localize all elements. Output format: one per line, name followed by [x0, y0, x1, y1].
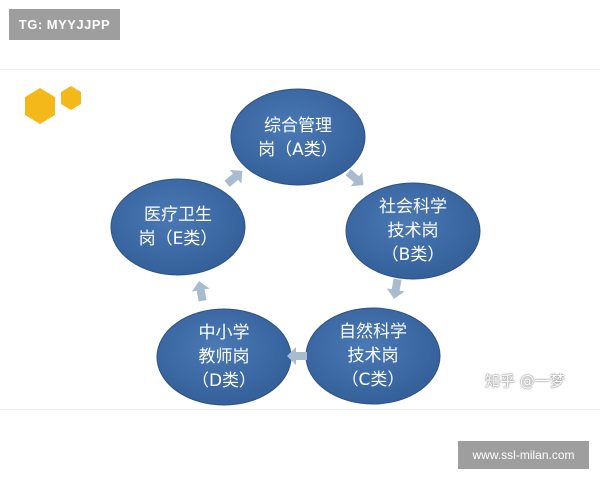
hexagon-large-icon — [25, 88, 55, 124]
node-e-label: 医疗卫生 岗（E类） — [138, 205, 218, 249]
arrow-c-to-d-icon — [287, 347, 307, 365]
node-b-label: 社会科学 技术岗 （B类） — [379, 197, 447, 265]
node-a — [230, 88, 366, 186]
arrow-d-to-e-icon — [191, 281, 210, 302]
node-c-label: 自然科学 技术岗 （C类） — [339, 322, 407, 390]
node-e — [110, 178, 246, 276]
arrow-a-to-b-icon — [345, 169, 364, 187]
diagram-canvas — [25, 86, 481, 406]
diagram-panel: 综合管理 岗（A类） 社会科学 技术岗 （B类） 自然科学 技术岗 （C类） 中… — [0, 69, 600, 410]
arrow-e-to-a-icon — [224, 169, 243, 187]
url-badge: www.ssl-milan.com — [458, 441, 589, 469]
node-b — [345, 182, 481, 280]
node-d-label: 中小学 教师岗 （D类） — [191, 323, 257, 391]
tg-label: TG: MYYJJPP — [9, 9, 120, 40]
node-a-label: 综合管理 岗（A类） — [258, 116, 338, 160]
hexagon-small-icon — [61, 86, 81, 110]
arrow-b-to-c-icon — [386, 278, 405, 299]
zhihu-watermark: 知乎 @一梦 — [485, 372, 565, 390]
